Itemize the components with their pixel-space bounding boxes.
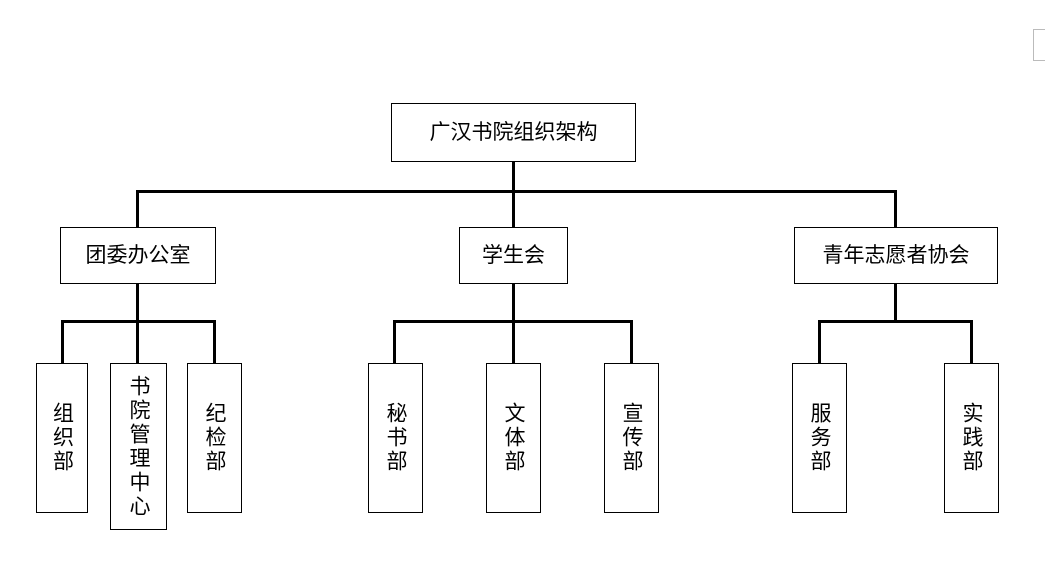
connector <box>894 190 897 228</box>
branch-node: 学生会 <box>459 227 568 284</box>
leaf-node: 书院管理中心 <box>110 363 167 530</box>
leaf-label: 秘书部 <box>384 402 408 474</box>
leaf-node: 秘书部 <box>368 363 423 513</box>
connector <box>630 320 633 364</box>
connector <box>136 284 139 364</box>
connector <box>894 284 897 322</box>
connector <box>818 320 973 323</box>
leaf-label: 纪检部 <box>203 402 227 474</box>
root-node: 广汉书院组织架构 <box>391 103 636 162</box>
connector <box>512 190 515 228</box>
branch-label: 青年志愿者协会 <box>822 243 970 267</box>
branch-node: 团委办公室 <box>60 227 216 284</box>
leaf-node: 实践部 <box>944 363 999 513</box>
scroll-corner-mark <box>1033 29 1045 61</box>
leaf-label: 服务部 <box>808 402 832 474</box>
leaf-label: 文体部 <box>502 402 526 474</box>
connector <box>970 320 973 364</box>
branch-node: 青年志愿者协会 <box>794 227 998 284</box>
connector <box>393 320 633 323</box>
leaf-label: 组织部 <box>50 402 75 474</box>
connector <box>136 190 139 228</box>
connector <box>512 284 515 364</box>
branch-label: 团委办公室 <box>85 243 191 267</box>
connector <box>818 320 821 364</box>
leaf-label: 实践部 <box>960 402 984 474</box>
branch-label: 学生会 <box>482 243 545 267</box>
leaf-node: 纪检部 <box>187 363 242 513</box>
connector <box>61 320 64 364</box>
connector <box>512 162 515 192</box>
leaf-label: 书院管理中心 <box>127 374 151 519</box>
connector <box>136 190 897 193</box>
leaf-node: 服务部 <box>792 363 847 513</box>
leaf-node: 文体部 <box>486 363 541 513</box>
leaf-label: 宣传部 <box>620 402 644 474</box>
leaf-node: 宣传部 <box>604 363 659 513</box>
connector <box>213 320 216 364</box>
connector <box>61 320 216 323</box>
root-label: 广汉书院组织架构 <box>429 120 598 144</box>
leaf-node: 组织部 <box>36 363 88 513</box>
connector <box>393 320 396 364</box>
